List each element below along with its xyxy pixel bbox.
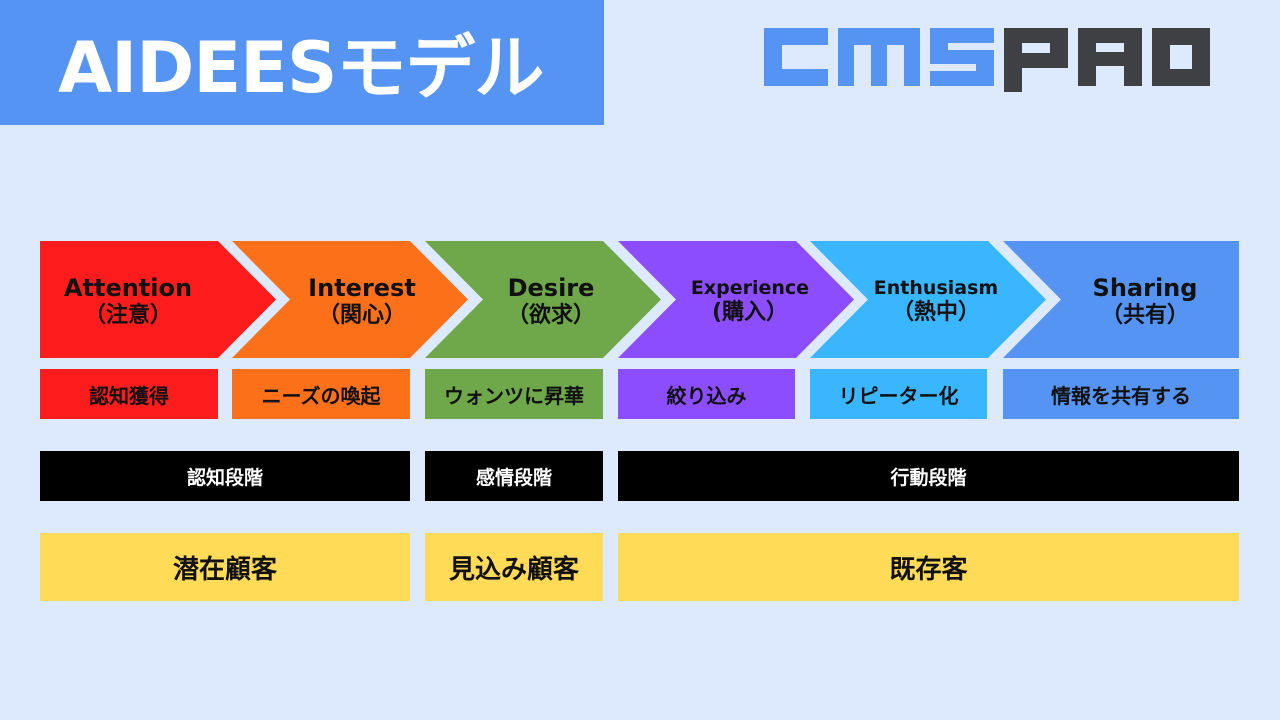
chevron-label-desire: Desire（欲求）: [461, 262, 641, 342]
chevron-label-enthusiasm: Enthusiasm（熱中）: [846, 262, 1026, 342]
step-name: Desire: [507, 273, 595, 302]
stage-cognitive: 認知段階: [40, 451, 410, 501]
customer-existing: 既存客: [618, 533, 1239, 601]
customer-prospective: 見込み顧客: [425, 533, 603, 601]
step-desc-desire: ウォンツに昇華: [425, 369, 603, 419]
step-name: Interest: [308, 273, 416, 302]
step-name-jp: （欲求）: [506, 303, 595, 329]
step-name-jp: （注意）: [83, 303, 172, 329]
step-desc-interest: ニーズの喚起: [232, 369, 410, 419]
step-desc-sharing: 情報を共有する: [1003, 369, 1239, 419]
step-name-jp: （熱中）: [891, 300, 980, 326]
step-name: Attention: [63, 273, 193, 302]
step-name-jp: （共有）: [1100, 303, 1189, 329]
step-desc-attention: 認知獲得: [40, 369, 218, 419]
chevron-label-sharing: Sharing（共有）: [1055, 262, 1235, 342]
chevron-interest: [232, 241, 468, 358]
customer-potential: 潜在顧客: [40, 533, 410, 601]
step-name-jp: （関心）: [317, 303, 406, 329]
step-name-jp: (購入）: [711, 300, 789, 326]
chevron-enthusiasm: [810, 241, 1046, 358]
chevron-experience: [618, 241, 854, 358]
chevron-label-attention: Attention（注意）: [38, 262, 218, 342]
step-name: Sharing: [1092, 273, 1198, 302]
chevron-label-experience: Experience(購入）: [660, 262, 840, 342]
step-desc-experience: 絞り込み: [618, 369, 795, 419]
step-name: Enthusiasm: [873, 277, 999, 299]
step-name: Experience: [690, 277, 810, 299]
chevron-label-interest: Interest（関心）: [272, 262, 452, 342]
chevron-desire: [425, 241, 661, 358]
cmspro-logo: [764, 28, 1210, 92]
title-banner: AIDEESモデル: [0, 0, 604, 125]
chevron-attention: [40, 241, 276, 358]
stage-emotional: 感情段階: [425, 451, 603, 501]
step-desc-enthusiasm: リピーター化: [810, 369, 987, 419]
stage-action: 行動段階: [618, 451, 1239, 501]
chevron-sharing: [1003, 241, 1239, 358]
page-title: AIDEESモデル: [58, 27, 544, 109]
